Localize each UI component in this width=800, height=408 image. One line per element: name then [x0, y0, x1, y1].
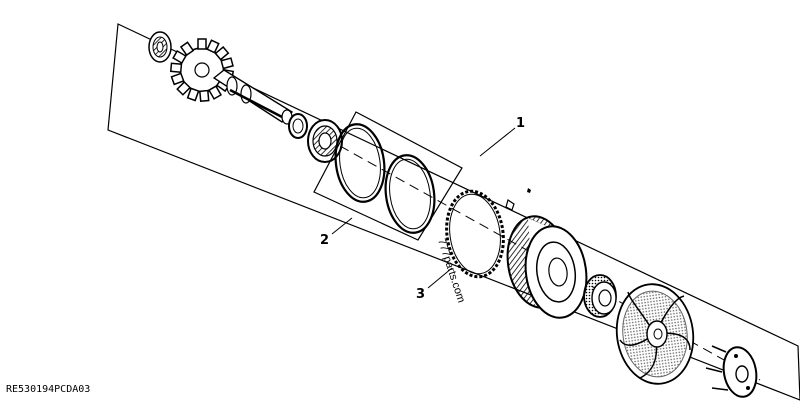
callout-label-3: 3	[416, 287, 425, 302]
callout-label-1: 1	[516, 116, 525, 131]
ball-bearing	[307, 119, 343, 163]
clutch-drum	[506, 215, 588, 319]
impeller	[615, 283, 695, 385]
reference-code: RE530194PCDA03	[6, 384, 90, 395]
gasket-ring	[445, 188, 531, 279]
pump-gear-shaft	[169, 38, 294, 125]
callout-label-2: 2	[320, 233, 329, 248]
leader-line-1	[479, 127, 516, 157]
leader-line-2	[331, 217, 353, 235]
splined-hub	[583, 274, 617, 318]
end-plate	[705, 345, 758, 398]
leader-line-3	[427, 267, 453, 289]
seal-ring-set	[313, 111, 463, 241]
pilot-bearing	[148, 31, 172, 63]
seal-ring-box	[313, 111, 463, 241]
snap-ring	[288, 113, 308, 139]
